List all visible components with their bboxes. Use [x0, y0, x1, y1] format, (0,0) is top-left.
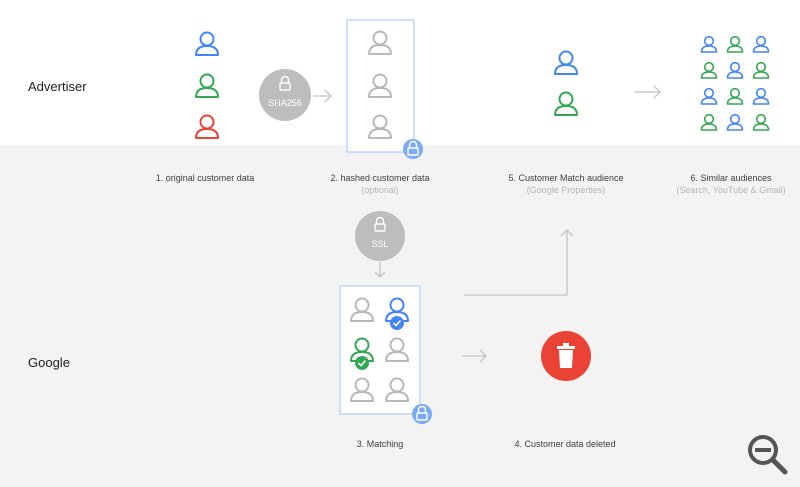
hashed-customer-data-box: [346, 19, 423, 159]
person-icon: [700, 87, 718, 105]
sha256-badge: SHA256: [259, 69, 311, 121]
person-icon: [726, 61, 744, 79]
step-1-caption: 1. original customer data: [130, 172, 280, 184]
zoom-out-icon[interactable]: [748, 435, 788, 475]
arrow-down: [374, 262, 386, 278]
step-2-label: 2. hashed customer data: [330, 173, 430, 183]
step-3-caption: 3. Matching: [320, 438, 440, 450]
person-icon: [752, 35, 770, 53]
step-6-sublabel: (Search, YouTube & Gmail): [676, 185, 786, 195]
matching-box: [339, 285, 432, 424]
step-6-caption: 6. Similar audiences (Search, YouTube & …: [664, 172, 798, 196]
check-icon: [392, 319, 402, 327]
step-1-label: 1. original customer data: [155, 173, 255, 183]
arrow-right: [634, 85, 661, 99]
step-5-label: 5. Customer Match audience: [508, 173, 624, 183]
row-label-advertiser: Advertiser: [28, 79, 87, 94]
person-icon: [752, 87, 770, 105]
row-label-google: Google: [28, 355, 70, 370]
similar-audiences: [700, 35, 770, 131]
step-2-caption: 2. hashed customer data (optional): [300, 172, 460, 196]
arrow-up-elbow: [464, 229, 574, 296]
person-icon: [752, 61, 770, 79]
step-6-label: 6. Similar audiences: [690, 173, 772, 183]
arrow-right: [313, 89, 332, 103]
person-icon: [700, 35, 718, 53]
step-5-sublabel: (Google Properties): [526, 185, 606, 195]
customer-match-audience: [554, 50, 578, 116]
check-icon: [357, 359, 367, 367]
step-5-caption: 5. Customer Match audience (Google Prope…: [480, 172, 652, 196]
ssl-label: SSL: [371, 239, 388, 249]
person-icon: [554, 50, 578, 75]
trash-icon: [541, 331, 591, 381]
step-4-caption: 4. Customer data deleted: [490, 438, 640, 450]
step-3-label: 3. Matching: [356, 439, 404, 449]
person-icon: [726, 35, 744, 53]
ssl-badge: SSL: [355, 211, 405, 261]
person-icon: [700, 113, 718, 131]
person-icon: [554, 91, 578, 116]
person-icon: [726, 113, 744, 131]
original-customer-data: [195, 31, 219, 139]
person-icon: [726, 87, 744, 105]
person-icon: [700, 61, 718, 79]
step-2-sublabel: (optional): [361, 185, 399, 195]
person-icon: [195, 114, 219, 139]
person-icon: [195, 31, 219, 56]
person-icon: [195, 73, 219, 98]
step-4-label: 4. Customer data deleted: [514, 439, 616, 449]
arrow-right: [462, 349, 487, 363]
person-icon: [752, 113, 770, 131]
sha256-label: SHA256: [268, 98, 302, 108]
